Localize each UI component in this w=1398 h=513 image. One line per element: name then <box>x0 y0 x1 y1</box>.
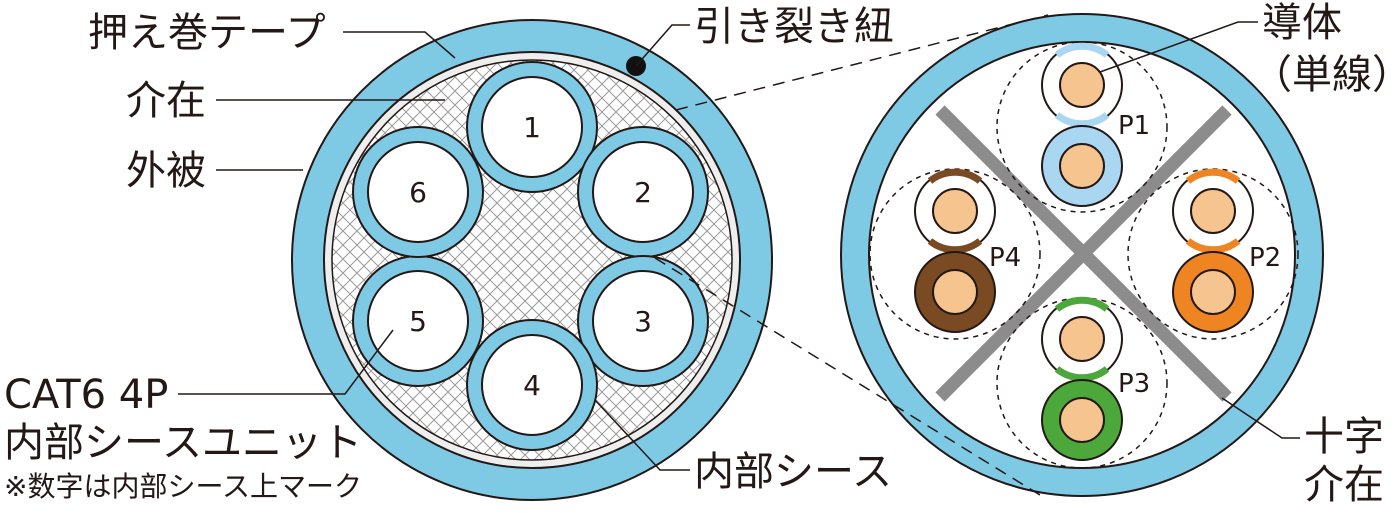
label-unit-line2: 内部シースユニット <box>4 420 362 466</box>
leader-lines <box>178 21 1300 471</box>
pair-p3 <box>1041 296 1123 461</box>
label-cross-line1: 十字 <box>1304 414 1384 460</box>
pair-label-p2: P2 <box>1249 243 1281 273</box>
inner-unit-4: 4 <box>466 319 598 451</box>
unit-number-1: 1 <box>523 111 541 144</box>
label-rip-cord: 引き裂き紐 <box>694 4 894 50</box>
pair-label-p3: P3 <box>1118 369 1150 399</box>
label-conductor-line2: （単線） <box>1252 52 1398 98</box>
pair-label-p4: P4 <box>989 243 1021 273</box>
inner-unit-6: 6 <box>352 126 484 258</box>
pair-boundary-p3 <box>996 297 1168 469</box>
label-conductor-line1: 導体 <box>1262 0 1342 46</box>
zoom-lines <box>654 14 1049 496</box>
pair-label-p1: P1 <box>1118 111 1150 141</box>
unit-number-5: 5 <box>409 305 427 338</box>
pair-boundary-p1 <box>996 41 1168 213</box>
pair-boundary-p4 <box>869 168 1041 340</box>
label-filler: 介在 <box>126 78 206 124</box>
pair-boundary-p2 <box>1127 168 1299 340</box>
pair-p1 <box>1041 42 1123 207</box>
inner-unit-2: 2 <box>577 126 709 258</box>
inner-unit-1: 1 <box>466 61 598 193</box>
label-outer-jacket: 外被 <box>126 148 206 194</box>
inner-unit-3: 3 <box>577 255 709 387</box>
label-unit-note: ※数字は内部シース上マーク <box>4 470 362 503</box>
label-cross-line2: 介在 <box>1304 462 1384 508</box>
unit-number-4: 4 <box>523 369 541 402</box>
unit-number-6: 6 <box>409 176 427 209</box>
unit-number-2: 2 <box>634 176 652 209</box>
pair-p4 <box>914 168 996 333</box>
cross-filler <box>935 105 1232 402</box>
label-inner-sheath: 内部シース <box>694 449 892 495</box>
label-wrap-tape: 押え巻テープ <box>88 10 326 56</box>
left-cable: 1 2 3 4 5 6 <box>291 19 773 501</box>
label-unit-line1: CAT6 4P <box>4 372 168 418</box>
right-cable: P1 P2 P3 P4 <box>840 13 1324 497</box>
inner-unit-5: 5 <box>352 255 484 387</box>
unit-number-3: 3 <box>634 305 652 338</box>
pair-p2 <box>1172 168 1254 333</box>
